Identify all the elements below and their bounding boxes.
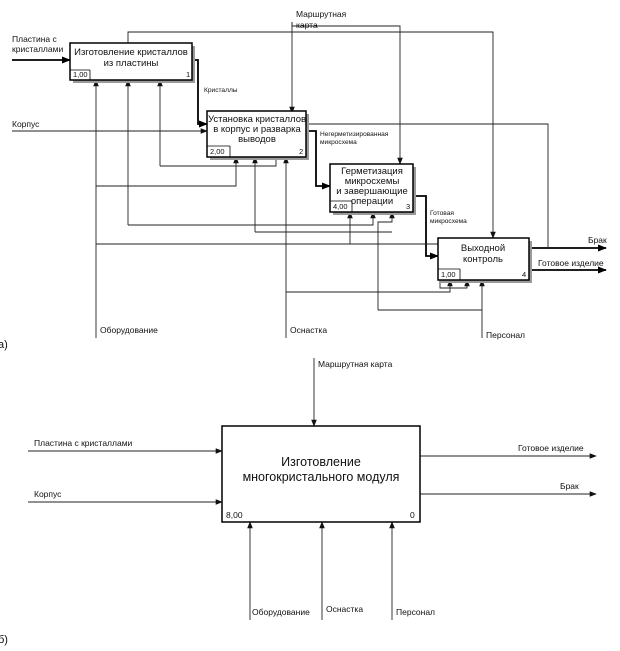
mechanism-label-personnel: Персонал — [486, 330, 525, 340]
part-b-label: б) — [0, 634, 8, 646]
block-2-cost: 2,00 — [210, 147, 225, 156]
output-label-reject: Брак — [588, 235, 607, 245]
mechanism-arrow-equipment-b2 — [96, 156, 239, 187]
block-0-title-line-1: Изготовление — [281, 455, 361, 469]
block-1-cost: 1,00 — [73, 70, 88, 79]
arrows-b — [28, 358, 597, 620]
labels-b: Маршрутная карта Пластина с кристаллами … — [0, 359, 584, 646]
block-0: Изготовление многокристального модуля 8,… — [221, 425, 421, 523]
block-1-title-line-1: Изготовление кристаллов — [74, 47, 188, 58]
block-1: Изготовление кристаллов из пластины 1,00… — [69, 42, 195, 83]
reject-feedback-b2 — [306, 123, 549, 248]
block-3-title-line-3: и завершающие — [336, 186, 408, 197]
flow-label-finished-line-1: Готовая — [430, 210, 454, 217]
flow-label-finished-line-2: микросхема — [430, 218, 467, 225]
input-label-plate-line-1: Пластина с — [12, 34, 57, 44]
mechanism-label-personnel-b: Персонал — [396, 607, 435, 617]
input-label-plate-b: Пластина с кристаллами — [34, 438, 133, 448]
mechanism-arrow-personnel-b3 — [377, 211, 395, 310]
block-2-title-line-3: выводов — [238, 134, 276, 145]
output-label-product-b: Готовое изделие — [518, 443, 584, 453]
block-3-title-line-4: операции — [351, 196, 393, 207]
mechanism-arrow-tooling-b3 — [128, 211, 376, 226]
block-1-title-line-2: из пластины — [104, 58, 159, 69]
part-a-label: а) — [0, 339, 8, 351]
mechanism-label-equipment: Оборудование — [100, 325, 158, 335]
labels-a: Пластина с кристаллами Корпус Маршрутная… — [0, 9, 607, 351]
flow-label-unsealed-line-1: Негерметизированная — [320, 131, 389, 138]
control-label-b: Маршрутная карта — [318, 359, 393, 369]
block-3: Герметизация микросхемы и завершающие оп… — [329, 163, 416, 215]
flow-label-crystals: Кристаллы — [204, 87, 238, 94]
mechanism-arrow-tooling-b4 — [286, 279, 453, 293]
flow-arrow-unsealed — [306, 130, 331, 190]
mechanism-label-tooling: Оснастка — [290, 325, 327, 335]
block-4-cost: 1,00 — [441, 270, 456, 279]
block-3-title-line-2: микросхемы — [345, 176, 400, 187]
output-label-product: Готовое изделие — [538, 258, 604, 268]
block-3-cost: 4,00 — [333, 202, 348, 211]
flow-label-unsealed-line-2: микросхема — [320, 139, 357, 146]
block-4-number: 4 — [522, 270, 526, 279]
block-0-title-line-2: многокристального модуля — [243, 470, 400, 484]
mechanism-label-tooling-b: Оснастка — [326, 604, 363, 614]
control-label-line-1: Маршрутная — [296, 9, 347, 19]
block-2-number: 2 — [299, 147, 303, 156]
output-label-reject-b: Брак — [560, 481, 579, 491]
input-label-case: Корпус — [12, 119, 40, 129]
input-label-plate-line-2: кристаллами — [12, 44, 63, 54]
block-3-number: 3 — [406, 202, 410, 211]
block-4-title-line-1: Выходной — [461, 243, 505, 254]
control-label-line-2: карта — [296, 20, 318, 30]
block-1-number: 1 — [186, 70, 190, 79]
diagram-b: Изготовление многокристального модуля 8,… — [0, 358, 597, 646]
control-arrow-route-map-b1-b4 — [127, 31, 496, 239]
block-0-number: 0 — [410, 510, 415, 520]
block-4-title-line-2: контроль — [463, 254, 503, 265]
control-arrow-route-map-b3 — [291, 22, 403, 165]
flow-arrow-finished-chip — [416, 195, 439, 260]
input-label-case-b: Корпус — [34, 489, 62, 499]
diagram-a: Изготовление кристаллов из пластины 1,00… — [0, 9, 607, 351]
block-0-cost: 8,00 — [226, 510, 243, 520]
block-2-title-line-2: в корпус и разварка — [213, 124, 301, 135]
block-3-title-line-1: Герметизация — [341, 166, 403, 177]
mechanism-arrow-equipment-b4 — [96, 243, 470, 289]
block-2-title-line-1: Установка кристаллов — [208, 114, 306, 125]
mechanism-label-equipment-b: Оборудование — [252, 607, 310, 617]
block-4: Выходной контроль 1,00 4 — [437, 237, 532, 283]
block-2: Установка кристаллов в корпус и разварка… — [206, 110, 309, 160]
mechanism-arrow-equipment-b3 — [96, 211, 353, 245]
